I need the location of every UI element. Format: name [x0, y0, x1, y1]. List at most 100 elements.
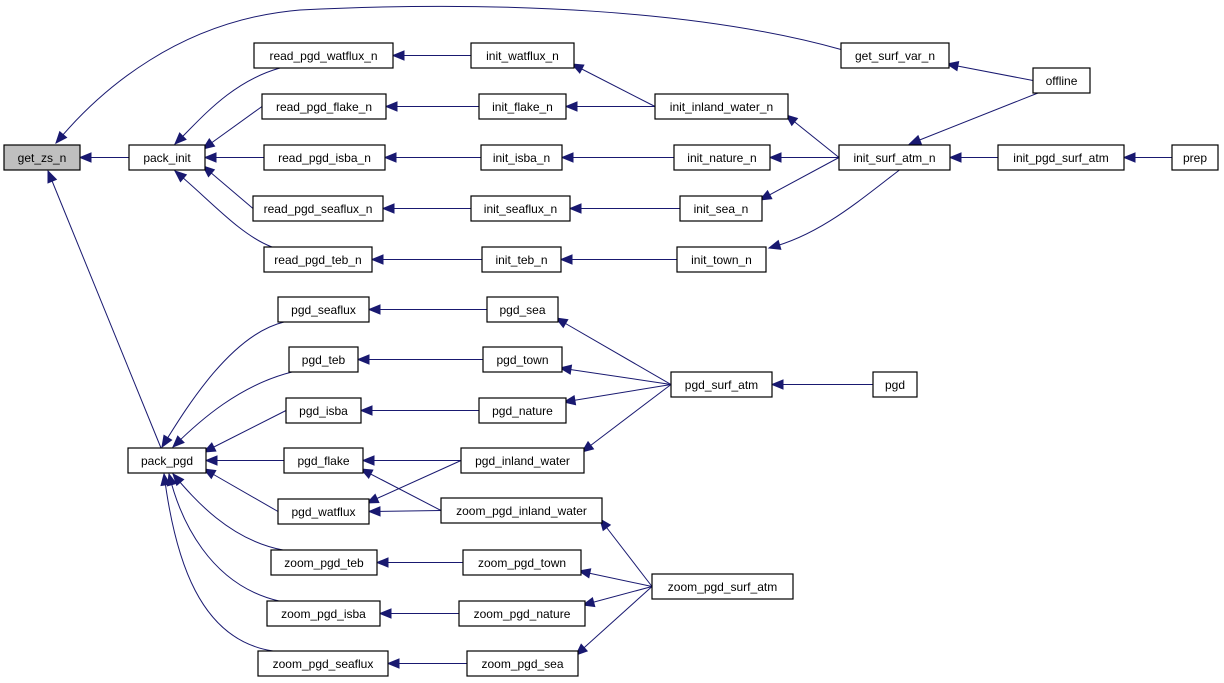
node-box	[253, 42, 394, 69]
node-label: zoom_pgd_surf_atm	[668, 580, 777, 594]
edge-read_pgd_flake_n-to-pack_init	[201, 106, 263, 150]
edge-init_teb_n-to-read_pgd_teb_n	[370, 254, 482, 265]
node-pack-init[interactable]: pack_init	[128, 144, 206, 171]
node-box	[486, 296, 559, 323]
node-zoom-pgd-town[interactable]: zoom_pgd_town	[462, 549, 582, 576]
arrowhead-icon	[945, 61, 960, 72]
node-label: pack_pgd	[141, 454, 193, 468]
edge-line	[581, 384, 672, 453]
edge-init_surf_atm_n-to-init_town_n	[767, 169, 900, 250]
node-box	[458, 600, 586, 627]
node-label: zoom_pgd_seaflux	[273, 657, 374, 671]
node-zoom-pgd-surf-atm[interactable]: zoom_pgd_surf_atm	[651, 573, 794, 600]
node-init-teb-n[interactable]: init_teb_n	[481, 246, 562, 273]
arrowhead-icon	[384, 101, 398, 112]
node-init-nature-n[interactable]: init_nature_n	[673, 144, 771, 171]
node-label: pgd_watflux	[291, 505, 355, 519]
node-label: pgd_inland_water	[475, 454, 570, 468]
arrowhead-icon	[577, 568, 592, 579]
node-read-pgd-watflux-n[interactable]: read_pgd_watflux_n	[253, 42, 394, 69]
node-pack-pgd[interactable]: pack_pgd	[127, 447, 207, 474]
node-init-pgd-surf-atm[interactable]: init_pgd_surf_atm	[997, 144, 1125, 171]
node-zoom-pgd-sea[interactable]: zoom_pgd_sea	[466, 650, 579, 677]
edge-zoom_pgd_surf_atm-to-zoom_pgd_sea	[575, 586, 653, 656]
node-label: zoom_pgd_teb	[284, 556, 364, 570]
node-box	[270, 549, 378, 576]
edge-pgd_surf_atm-to-pgd_town	[558, 364, 672, 385]
node-pgd[interactable]: pgd	[872, 371, 918, 398]
arrowhead-icon	[381, 203, 395, 214]
edge-line	[368, 510, 442, 512]
edge-zoom_pgd_surf_atm-to-zoom_pgd_nature	[581, 586, 653, 608]
edge-pgd_sea-to-pgd_seaflux	[367, 304, 487, 315]
node-pgd-flake[interactable]: pgd_flake	[283, 447, 364, 474]
node-pgd-teb[interactable]: pgd_teb	[288, 346, 359, 373]
node-read-pgd-flake-n[interactable]: read_pgd_flake_n	[261, 93, 387, 120]
arrowhead-icon	[173, 170, 188, 183]
node-init-flake-n[interactable]: init_flake_n	[478, 93, 567, 120]
arrowhead-icon	[202, 468, 217, 480]
node-read-pgd-seaflux-n[interactable]: read_pgd_seaflux_n	[252, 195, 384, 222]
arrowhead-icon	[784, 114, 799, 127]
edge-line	[161, 321, 285, 448]
node-init-isba-n[interactable]: init_isba_n	[480, 144, 563, 171]
node-box	[673, 144, 771, 171]
node-zoom-pgd-teb[interactable]: zoom_pgd_teb	[270, 549, 378, 576]
node-get-surf-var-n[interactable]: get_surf_var_n	[840, 42, 950, 69]
node-zoom-pgd-nature[interactable]: zoom_pgd_nature	[458, 600, 586, 627]
node-pgd-inland-water[interactable]: pgd_inland_water	[460, 447, 585, 474]
edge-zoom_pgd_inland_water-to-pgd_watflux	[367, 506, 442, 517]
edge-pgd-to-pgd_surf_atm	[770, 379, 873, 390]
node-pgd-sea[interactable]: pgd_sea	[486, 296, 559, 323]
node-box	[478, 397, 567, 424]
arrowhead-icon	[55, 130, 68, 145]
edge-pgd_surf_atm-to-pgd_sea	[554, 317, 672, 385]
node-init-town-n[interactable]: init_town_n	[676, 246, 767, 273]
node-box	[997, 144, 1125, 171]
edge-init_nature_n-to-init_isba_n	[560, 152, 674, 163]
node-pgd-seaflux[interactable]: pgd_seaflux	[277, 296, 370, 323]
node-init-surf-atm-n[interactable]: init_surf_atm_n	[838, 144, 951, 171]
edge-pgd_surf_atm-to-pgd_inland_water	[580, 384, 672, 453]
node-pgd-nature[interactable]: pgd_nature	[478, 397, 567, 424]
arrowhead-icon	[370, 254, 384, 265]
node-box	[872, 371, 918, 398]
node-zoom-pgd-seaflux[interactable]: zoom_pgd_seaflux	[257, 650, 389, 677]
node-box	[261, 93, 387, 120]
edge-line	[174, 170, 273, 248]
node-box	[263, 144, 386, 171]
arrowhead-icon	[174, 132, 187, 145]
node-prep[interactable]: prep	[1171, 144, 1219, 171]
arrowhead-icon	[770, 379, 784, 390]
node-zoom-pgd-isba[interactable]: zoom_pgd_isba	[266, 600, 381, 627]
node-init-seaflux-n[interactable]: init_seaflux_n	[470, 195, 571, 222]
arrowhead-icon	[558, 364, 573, 375]
node-init-sea-n[interactable]: init_sea_n	[679, 195, 763, 222]
node-pgd-watflux[interactable]: pgd_watflux	[277, 498, 370, 525]
node-box	[277, 296, 370, 323]
node-box	[470, 195, 571, 222]
edge-line	[174, 67, 281, 145]
node-zoom-pgd-inland-water[interactable]: zoom_pgd_inland_water	[440, 497, 603, 524]
node-pgd-isba[interactable]: pgd_isba	[285, 397, 362, 424]
edge-get_surf_var_n-to-get_zs_n	[55, 5, 842, 145]
node-pgd-surf-atm[interactable]: pgd_surf_atm	[670, 371, 773, 398]
node-label: init_seaflux_n	[484, 202, 557, 216]
edge-line	[203, 468, 279, 512]
arrowhead-icon	[359, 468, 374, 479]
arrowhead-icon	[383, 152, 397, 163]
node-offline[interactable]: offline	[1032, 67, 1091, 94]
edge-line	[946, 63, 1034, 81]
edge-line	[163, 473, 274, 652]
node-pgd-town[interactable]: pgd_town	[482, 346, 563, 373]
node-label: read_pgd_teb_n	[274, 253, 361, 267]
arrowhead-icon	[359, 405, 373, 416]
edge-line	[582, 586, 653, 606]
node-init-inland-water-n[interactable]: init_inland_water_n	[654, 93, 789, 120]
arrowhead-icon	[378, 608, 392, 619]
node-init-watflux-n[interactable]: init_watflux_n	[470, 42, 575, 69]
edge-init_inland_water_n-to-init_flake_n	[564, 101, 655, 112]
node-read-pgd-teb-n[interactable]: read_pgd_teb_n	[263, 246, 373, 273]
node-label: get_surf_var_n	[855, 49, 935, 63]
node-read-pgd-isba-n[interactable]: read_pgd_isba_n	[263, 144, 386, 171]
